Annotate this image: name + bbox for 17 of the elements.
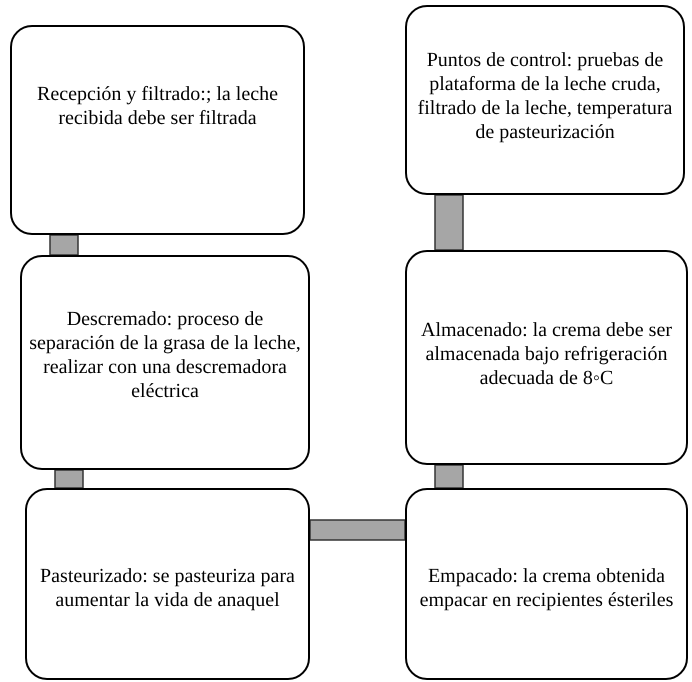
connector-bar: [434, 464, 464, 489]
connector-bar: [54, 469, 84, 489]
step-text: Descremado: proceso de separación de la grasa de la leche, realizar con una descremadora eléctrica: [28, 306, 302, 402]
step-text: Almacenado: la crema debe ser almacenada bajo refrigeración adecuada de 8◦C: [420, 318, 673, 390]
step-text: Pasteurizado: se pasteuriza para aumentar la vida de anaquel: [39, 564, 296, 612]
connector-bar: [309, 519, 406, 541]
process-box: [20, 255, 310, 470]
process-box: [405, 250, 688, 465]
step-text: Empacado: la crema obtenida empacar en recipientes ésteriles: [418, 564, 674, 612]
process-box: [10, 25, 305, 235]
process-box: [405, 5, 685, 195]
process-box: [405, 488, 688, 680]
connector-bar: [434, 194, 464, 251]
connector-bar: [49, 234, 79, 256]
process-box: [25, 488, 310, 680]
step-text: Puntos de control: pruebas de plataforma de la leche cruda, filtrado de la leche, temperatura de pasteurización: [416, 48, 674, 144]
step-text: Recepción y filtrado:; la leche recibida debe ser filtrada: [36, 82, 279, 130]
